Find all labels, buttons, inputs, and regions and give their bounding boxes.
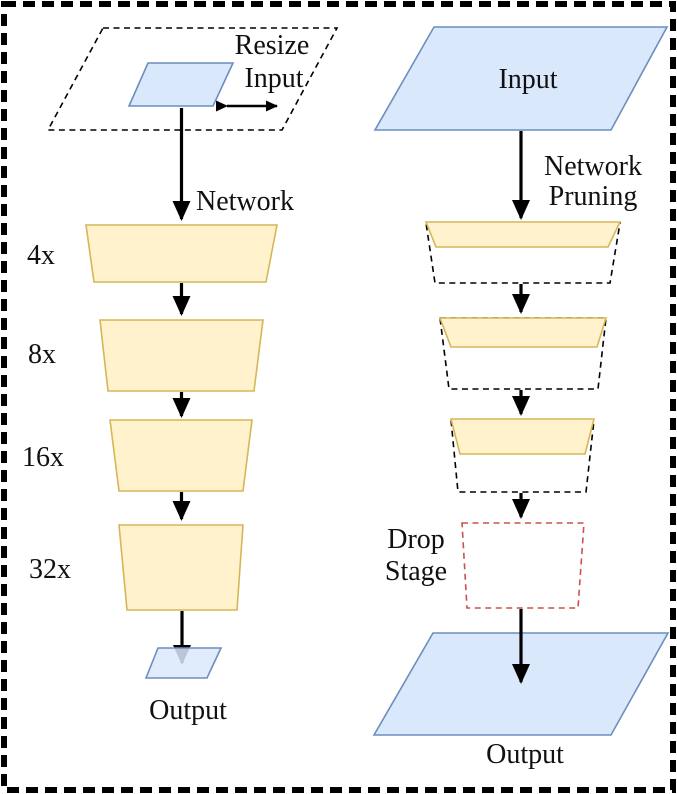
- left-resized-input-shape: [127, 62, 235, 107]
- right-output-shape: [372, 632, 670, 736]
- right-input-shape: [373, 26, 669, 131]
- right-stage3-pruned-shape: [449, 418, 596, 455]
- left-network-label: Network: [196, 186, 294, 217]
- left-stage-32x-shape: [118, 524, 244, 611]
- left-stage-16x-label: 16x: [22, 442, 64, 473]
- drop-stage-label-line1: Drop: [387, 524, 445, 555]
- left-stage-4x-label: 4x: [27, 240, 55, 271]
- resize-input-label-line2: Input: [244, 63, 303, 94]
- left-original-input-outline: [46, 27, 339, 131]
- dropped-stage-outline: [461, 522, 585, 609]
- network-pruning-label-line2: Pruning: [549, 181, 638, 212]
- left-pipeline: Resize Input Network 4x 8x 16x 32x Outpu…: [22, 27, 339, 726]
- right-output-label: Output: [486, 739, 564, 770]
- network-pruning-label-line1: Network: [544, 151, 642, 182]
- left-stage-8x-shape: [99, 319, 264, 392]
- left-output-shape: [144, 647, 223, 679]
- resize-input-label-line1: Resize: [235, 30, 310, 61]
- left-stage-4x-shape: [85, 224, 278, 283]
- right-pipeline: Input Network Pruning Drop Stage Output: [372, 26, 670, 770]
- left-stage-8x-label: 8x: [28, 339, 56, 370]
- left-stage-16x-shape: [109, 419, 253, 492]
- right-input-label: Input: [498, 64, 557, 95]
- drop-stage-label-line2: Stage: [385, 556, 447, 587]
- right-stage2-pruned-shape: [438, 317, 608, 348]
- left-output-label: Output: [149, 695, 227, 726]
- right-stage1-pruned-shape: [424, 221, 622, 248]
- left-stage-32x-label: 32x: [29, 554, 71, 585]
